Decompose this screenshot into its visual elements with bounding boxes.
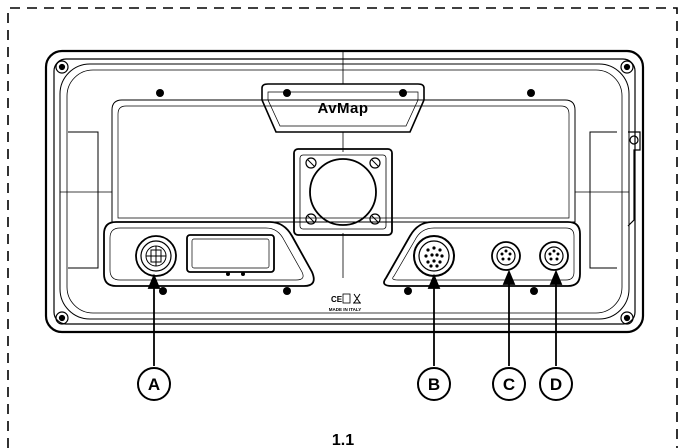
callout-a: A <box>137 367 171 401</box>
brand-logo: AvMap <box>317 100 368 117</box>
callout-b: B <box>417 367 451 401</box>
certification-marks: CE MADE IN ITALY <box>329 293 362 312</box>
mounting-dot <box>530 287 538 295</box>
corner-screw <box>620 60 634 74</box>
callout-b-label: B <box>428 375 440 394</box>
mounting-dot <box>283 89 291 97</box>
corner-screw <box>620 311 634 325</box>
callout-c-label: C <box>503 375 515 394</box>
mounting-dot <box>404 287 412 295</box>
cert-marks-text: CE <box>331 295 343 304</box>
left-connector-housing <box>103 221 315 287</box>
dashed-frame <box>7 7 678 448</box>
mounting-dot <box>156 89 164 97</box>
callout-leader-d <box>549 269 563 366</box>
callout-leader-b <box>427 273 441 366</box>
mounting-dot <box>527 89 535 97</box>
mounting-dot <box>283 287 291 295</box>
mounting-dot <box>399 89 407 97</box>
rectangular-port <box>186 234 275 276</box>
made-in-text: MADE IN ITALY <box>329 307 362 312</box>
device-body <box>44 49 645 334</box>
callout-leader-a <box>147 273 161 366</box>
connector-b <box>413 235 455 277</box>
mounting-dot <box>159 287 167 295</box>
callout-leader-c <box>502 269 516 366</box>
connector-d <box>539 241 569 271</box>
right-connector-housing <box>383 221 581 287</box>
callout-c: C <box>492 367 526 401</box>
callout-d-label: D <box>550 375 562 394</box>
connector-a <box>135 235 177 277</box>
corner-screw <box>55 60 69 74</box>
connector-c <box>491 241 521 271</box>
brand-plate: AvMap <box>261 83 425 133</box>
callout-d: D <box>539 367 573 401</box>
figure-number: 1.1 <box>332 432 354 448</box>
center-mount-plate <box>293 148 393 236</box>
callout-a-label: A <box>148 375 160 394</box>
corner-screw <box>55 311 69 325</box>
